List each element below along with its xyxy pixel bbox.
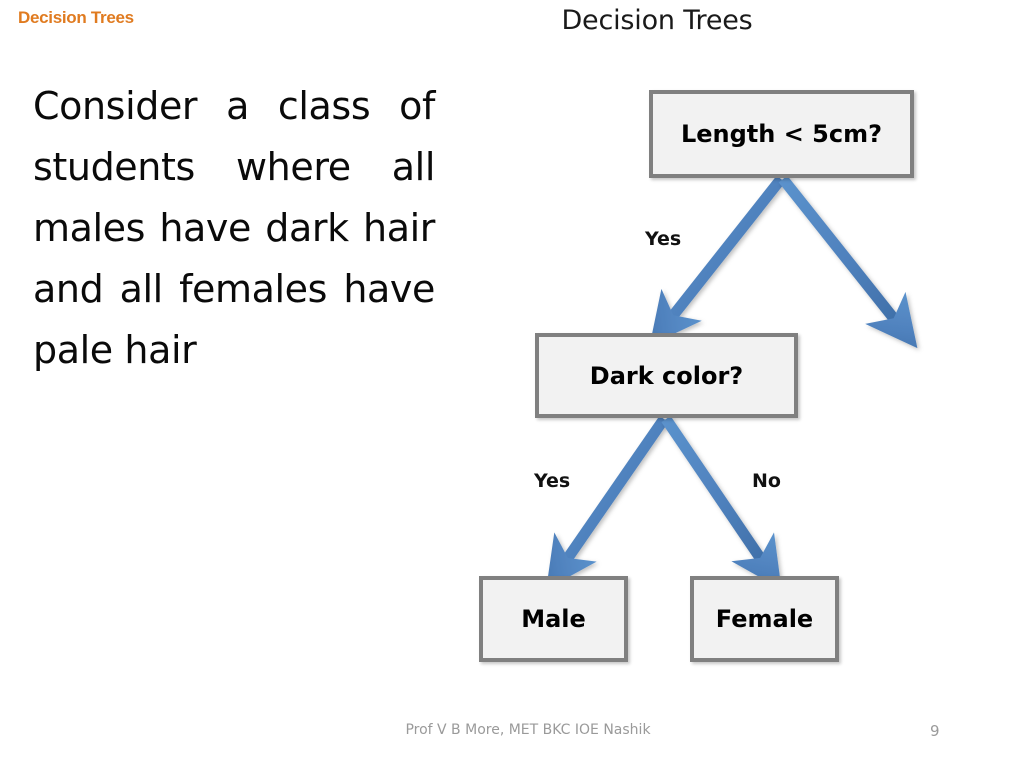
tree-node-root[interactable]: Length < 5cm?: [649, 90, 914, 178]
footer-attribution: Prof V B More, MET BKC IOE Nashik: [0, 722, 1024, 738]
page-title-text: Decision Trees: [561, 5, 753, 36]
edge-label-root-yes: Yes: [645, 228, 682, 250]
edge-label-dark-no: No: [752, 470, 781, 492]
edge-dark-to-male: [546, 415, 669, 590]
edge-root-to-right-dangling: [778, 175, 918, 349]
tree-connector-arrows: [546, 175, 918, 590]
edge-label-dark-yes: Yes: [534, 470, 571, 492]
tree-node-dark-color[interactable]: Dark color?: [535, 333, 798, 418]
page-number: 9: [930, 722, 940, 740]
edge-dark-to-female: [661, 415, 782, 590]
footer-attribution-text: Prof V B More, MET BKC IOE Nashik: [405, 722, 651, 738]
page-title: Decision Trees: [0, 5, 1024, 36]
tree-node-female[interactable]: Female: [690, 576, 839, 662]
body-paragraph: Consider a class of students where all m…: [33, 84, 435, 372]
decision-tree-diagram: Length < 5cm? Dark color? Male Female Ye…: [440, 60, 1024, 700]
tree-node-male[interactable]: Male: [479, 576, 628, 662]
corner-brand-title: Decision Trees: [18, 8, 134, 27]
edge-root-to-dark: [649, 175, 786, 346]
